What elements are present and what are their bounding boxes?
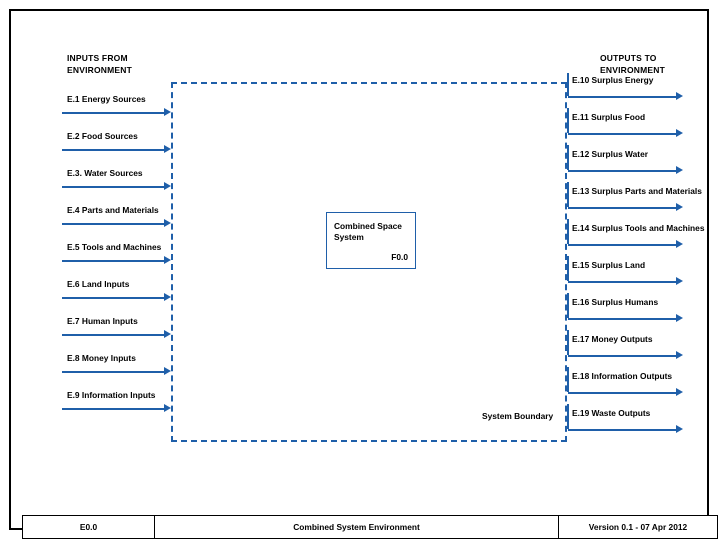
- output-flow-arrow-e-12[interactable]: [568, 166, 683, 175]
- system-box-title: Combined Space System: [334, 221, 402, 242]
- arrowhead-right-icon: [164, 108, 171, 116]
- output-flow-stub-e-11: [567, 108, 569, 133]
- output-flow-arrow-e-17[interactable]: [568, 351, 683, 360]
- output-flow-arrow-e-13[interactable]: [568, 203, 683, 212]
- arrowhead-right-icon: [676, 314, 683, 322]
- input-flow-arrow-e-3[interactable]: [62, 182, 171, 191]
- arrow-shaft: [568, 281, 677, 283]
- arrowhead-right-icon: [676, 92, 683, 100]
- arrow-shaft: [568, 318, 677, 320]
- arrow-shaft: [62, 371, 165, 373]
- system-boundary-rectangle: [171, 82, 567, 442]
- arrowhead-right-icon: [164, 293, 171, 301]
- arrow-shaft: [568, 429, 677, 431]
- output-flow-stub-e-14: [567, 219, 569, 244]
- arrowhead-right-icon: [164, 330, 171, 338]
- output-flow-stub-e-15: [567, 256, 569, 281]
- system-boundary-caption: System Boundary: [482, 411, 554, 421]
- input-flow-arrow-e-9[interactable]: [62, 404, 171, 413]
- input-flow-label-e-2: E.2 Food Sources: [67, 131, 138, 141]
- input-flow-arrow-e-6[interactable]: [62, 293, 171, 302]
- arrowhead-right-icon: [676, 129, 683, 137]
- input-flow-label-e-3: E.3. Water Sources: [67, 168, 143, 178]
- arrowhead-right-icon: [164, 404, 171, 412]
- output-flow-stub-e-12: [567, 145, 569, 170]
- output-flow-stub-e-10: [567, 73, 569, 96]
- input-flow-label-e-8: E.8 Money Inputs: [67, 353, 136, 363]
- arrowhead-right-icon: [676, 277, 683, 285]
- input-flow-label-e-9: E.9 Information Inputs: [67, 390, 156, 400]
- output-flow-stub-e-16: [567, 293, 569, 318]
- output-flow-arrow-e-16[interactable]: [568, 314, 683, 323]
- input-flow-arrow-e-8[interactable]: [62, 367, 171, 376]
- output-flow-arrow-e-11[interactable]: [568, 129, 683, 138]
- drawing-frame: INPUTS FROM ENVIRONMENT OUTPUTS TO ENVIR…: [9, 9, 718, 539]
- input-flow-label-e-5: E.5 Tools and Machines: [67, 242, 162, 252]
- input-flow-arrow-e-1[interactable]: [62, 108, 171, 117]
- system-box-code: F0.0: [391, 252, 408, 262]
- title-block-title: Combined System Environment: [155, 516, 559, 538]
- inputs-column-heading: INPUTS FROM ENVIRONMENT: [67, 53, 133, 75]
- arrow-shaft: [62, 149, 165, 151]
- arrow-shaft: [568, 96, 677, 98]
- output-flow-label-e-13: E.13 Surplus Parts and Materials: [572, 186, 702, 196]
- output-flow-label-e-19: E.19 Waste Outputs: [572, 408, 651, 418]
- arrow-shaft: [568, 355, 677, 357]
- system-box[interactable]: Combined Space System F0.0: [326, 212, 416, 269]
- input-flow-arrow-e-5[interactable]: [62, 256, 171, 265]
- arrow-shaft: [568, 207, 677, 209]
- output-flow-label-e-15: E.15 Surplus Land: [572, 260, 646, 270]
- output-flow-arrow-e-18[interactable]: [568, 388, 683, 397]
- output-flow-arrow-e-19[interactable]: [568, 425, 683, 434]
- arrowhead-right-icon: [676, 240, 683, 248]
- arrowhead-right-icon: [164, 182, 171, 190]
- arrowhead-right-icon: [164, 145, 171, 153]
- arrow-shaft: [62, 186, 165, 188]
- arrowhead-right-icon: [676, 425, 683, 433]
- output-flow-stub-e-17: [567, 330, 569, 355]
- arrow-shaft: [62, 334, 165, 336]
- output-flow-arrow-e-14[interactable]: [568, 240, 683, 249]
- arrow-shaft: [568, 244, 677, 246]
- output-flow-arrow-e-10[interactable]: [568, 92, 683, 101]
- input-flow-label-e-6: E.6 Land Inputs: [67, 279, 130, 289]
- arrow-shaft: [62, 223, 165, 225]
- title-block: E0.0 Combined System Environment Version…: [22, 515, 718, 539]
- arrow-shaft: [568, 170, 677, 172]
- output-flow-label-e-10: E.10 Surplus Energy: [572, 75, 654, 85]
- input-flow-label-e-4: E.4 Parts and Materials: [67, 205, 159, 215]
- output-flow-label-e-11: E.11 Surplus Food: [572, 112, 646, 122]
- arrowhead-right-icon: [676, 388, 683, 396]
- output-flow-stub-e-19: [567, 404, 569, 429]
- output-flow-label-e-17: E.17 Money Outputs: [572, 334, 653, 344]
- outputs-column-heading: OUTPUTS TO ENVIRONMENT: [600, 53, 666, 75]
- input-flow-label-e-7: E.7 Human Inputs: [67, 316, 138, 326]
- arrowhead-right-icon: [676, 203, 683, 211]
- output-flow-label-e-16: E.16 Surplus Humans: [572, 297, 659, 307]
- input-flow-arrow-e-7[interactable]: [62, 330, 171, 339]
- output-flow-stub-e-13: [567, 182, 569, 207]
- input-flow-label-e-1: E.1 Energy Sources: [67, 94, 146, 104]
- arrowhead-right-icon: [676, 166, 683, 174]
- title-block-code: E0.0: [23, 516, 155, 538]
- arrow-shaft: [62, 112, 165, 114]
- arrowhead-right-icon: [676, 351, 683, 359]
- output-flow-stub-e-18: [567, 367, 569, 392]
- title-block-version: Version 0.1 - 07 Apr 2012: [588, 522, 688, 532]
- arrow-shaft: [568, 133, 677, 135]
- arrowhead-right-icon: [164, 256, 171, 264]
- arrow-shaft: [62, 408, 165, 410]
- arrow-shaft: [62, 297, 165, 299]
- arrow-shaft: [62, 260, 165, 262]
- arrowhead-right-icon: [164, 219, 171, 227]
- arrow-shaft: [568, 392, 677, 394]
- arrowhead-right-icon: [164, 367, 171, 375]
- output-flow-label-e-14: E.14 Surplus Tools and Machines: [572, 223, 705, 233]
- input-flow-arrow-e-2[interactable]: [62, 145, 171, 154]
- input-flow-arrow-e-4[interactable]: [62, 219, 171, 228]
- output-flow-label-e-12: E.12 Surplus Water: [572, 149, 649, 159]
- output-flow-arrow-e-15[interactable]: [568, 277, 683, 286]
- output-flow-label-e-18: E.18 Information Outputs: [572, 371, 673, 381]
